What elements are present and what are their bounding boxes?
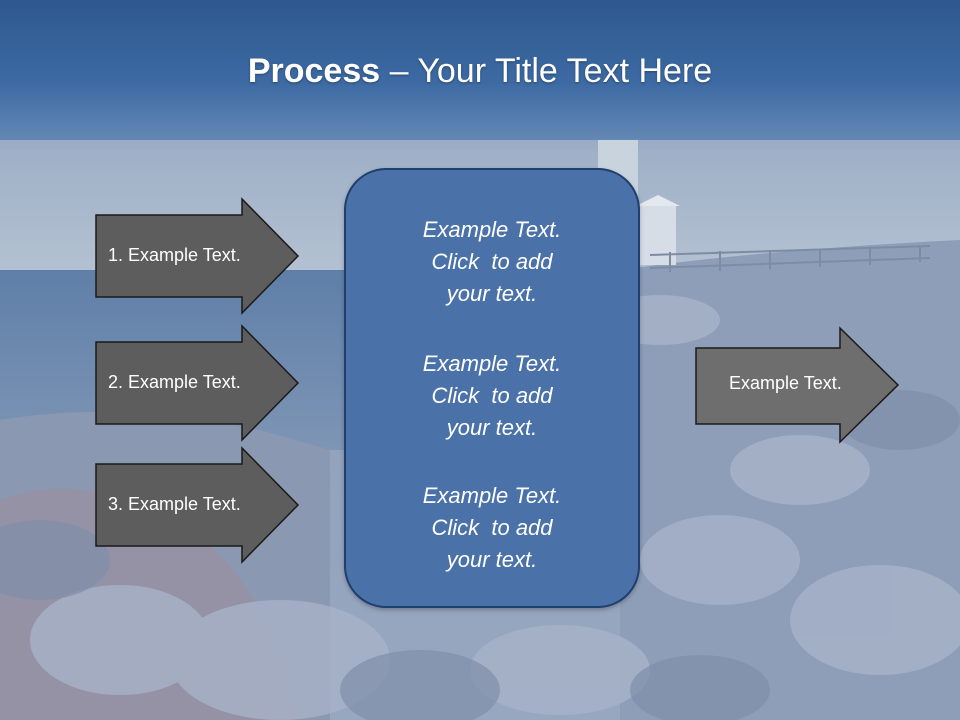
block-line: Click to add [431,515,553,540]
center-text-block-2: Example Text. Click to add your text. [346,348,638,444]
center-text-box[interactable]: Example Text. Click to add your text. Ex… [344,168,640,608]
arrow-label: Example Text. [729,373,842,393]
block-line: Example Text. [422,217,562,242]
right-arrow[interactable]: Example Text. [695,326,900,444]
left-arrow-3[interactable]: 3. Example Text. [95,446,300,564]
page-title: Process – Your Title Text Here [0,52,960,91]
block-line: your text. [446,415,538,440]
arrow-shape [95,324,300,442]
arrow-shape [695,326,900,444]
block-line: your text. [446,281,538,306]
center-text-block-1: Example Text. Click to add your text. [346,214,638,310]
block-line: Example Text. [422,351,562,376]
left-arrow-2[interactable]: 2. Example Text. [95,324,300,442]
arrow-shape [95,197,300,315]
block-line: Example Text. [422,483,562,508]
block-line: Click to add [431,249,553,274]
arrow-label: 1. Example Text. [108,245,241,265]
block-line: your text. [446,547,538,572]
left-arrow-1[interactable]: 1. Example Text. [95,197,300,315]
center-text-block-3: Example Text. Click to add your text. [346,480,638,576]
arrow-label: 3. Example Text. [108,494,241,514]
title-rest: – Your Title Text Here [380,52,713,90]
arrow-shape [95,446,300,564]
title-bold: Process [247,52,381,90]
arrow-label: 2. Example Text. [108,372,241,392]
block-line: Click to add [431,383,553,408]
